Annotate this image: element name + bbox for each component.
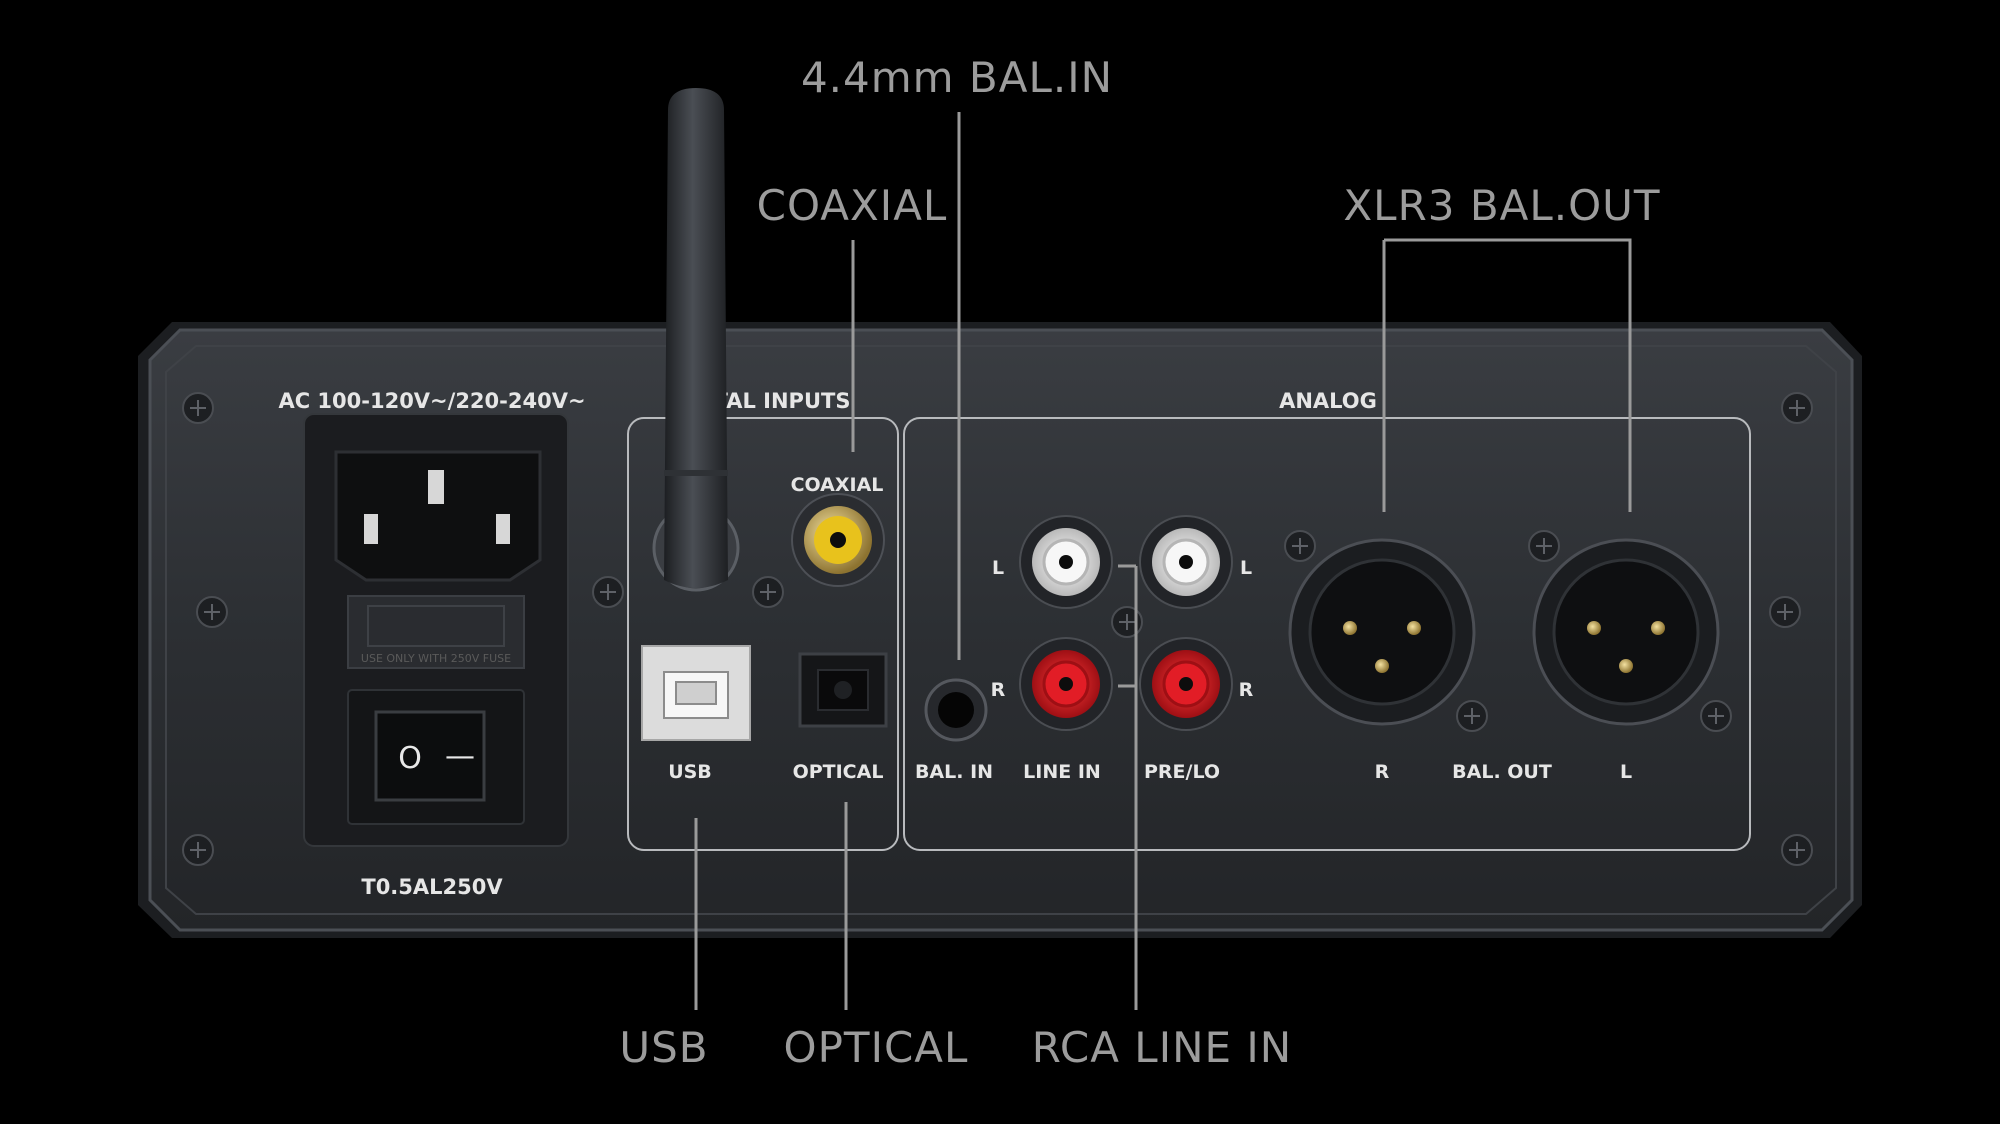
optical-port-label: OPTICAL [793,761,884,783]
bluetooth-antenna [664,88,728,588]
pre-out-right-channel-label: R [1239,679,1254,701]
xlr-right-label: R [1375,761,1390,783]
callout-leader-lines [694,112,1632,1010]
line-in-label: LINE IN [1023,761,1101,783]
analog-header: ANALOG [1279,389,1377,413]
callout-bal-in: 4.4mm BAL.IN [801,53,1113,102]
iec-power-socket [334,450,542,582]
pre-out-left-channel-label: L [1240,557,1252,579]
callout-usb: USB [619,1023,708,1072]
callout-rca-line-in: RCA LINE IN [1032,1023,1292,1072]
line-in-right-channel-label: R [991,679,1006,701]
bal-in-label: BAL. IN [915,761,993,783]
callout-optical: OPTICAL [784,1023,969,1072]
pre-lo-label: PRE/LO [1144,761,1220,783]
line-in-left-channel-label: L [992,557,1004,579]
callout-xlr-bal-out: XLR3 BAL.OUT [1343,181,1660,230]
fuse-drawer [347,595,525,669]
iec-neutral-pin [496,514,510,544]
chassis-inner-edge [165,345,1837,915]
fuse-warning-text: USE ONLY WITH 250V FUSE [361,652,511,665]
power-switch[interactable] [374,710,486,802]
analog-group [903,417,1751,851]
iec-live-pin [364,514,378,544]
fuse-rating-label: T0.5AL250V [361,875,503,899]
chassis-panel [148,328,1854,932]
digital-inputs-header: TAL INPUTS [714,389,851,413]
switch-on-mark: — [445,739,475,774]
power-rating-label: AC 100-120V~/220-240V~ [278,389,585,413]
coaxial-port-label: COAXIAL [791,474,884,496]
iec-earth-pin [428,470,444,504]
switch-off-mark: O [398,741,422,776]
xlr-left-label: L [1620,761,1632,783]
callout-coaxial: COAXIAL [757,181,948,230]
digital-inputs-group [627,417,899,851]
usb-port-label: USB [668,761,712,783]
bal-out-label: BAL. OUT [1452,761,1552,783]
